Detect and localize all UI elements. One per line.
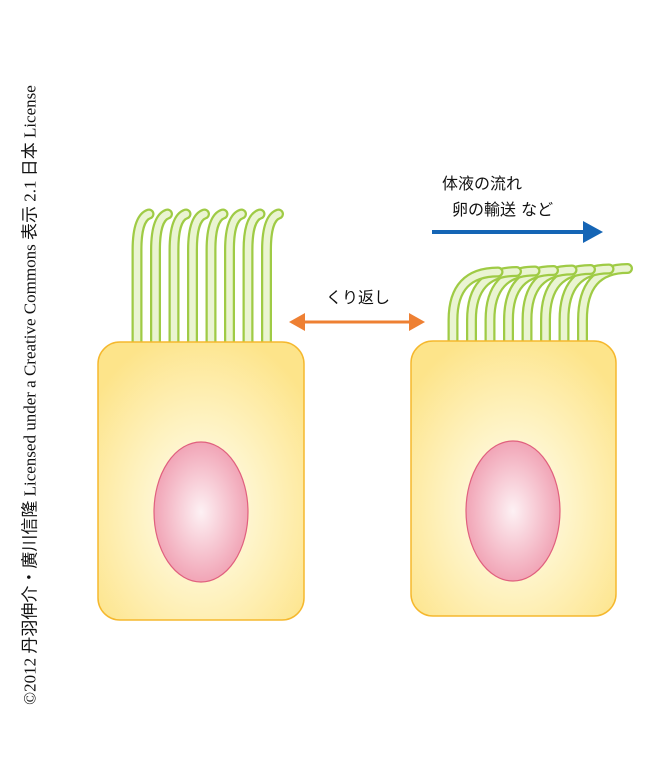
right-cilia-bent bbox=[447, 263, 633, 351]
cilium bbox=[189, 210, 208, 349]
cilium bbox=[226, 210, 245, 349]
repeat-label: くり返し bbox=[326, 288, 391, 307]
cilium bbox=[542, 266, 594, 349]
repeat-double-arrow bbox=[289, 313, 425, 331]
flow-label-line2: 卵の輸送 など bbox=[452, 200, 554, 219]
cilium bbox=[244, 210, 264, 349]
cilium bbox=[523, 266, 576, 349]
cilium bbox=[486, 267, 539, 349]
cilium bbox=[152, 210, 171, 349]
flow-direction-arrow bbox=[432, 221, 603, 243]
flow-label-line1: 体液の流れ bbox=[442, 174, 523, 193]
cilium bbox=[468, 268, 520, 349]
cilium bbox=[449, 268, 502, 349]
cilium bbox=[505, 267, 557, 349]
left-cilia-upright bbox=[131, 208, 284, 351]
cilium bbox=[133, 210, 153, 349]
cilium bbox=[560, 265, 613, 349]
cilium bbox=[579, 265, 631, 349]
cilium bbox=[577, 263, 633, 351]
right-nucleus bbox=[465, 440, 561, 582]
cilium bbox=[207, 210, 227, 349]
license-credit: ©2012 丹羽伸介・廣川信隆 Licensed under a Creativ… bbox=[20, 85, 40, 705]
left-nucleus bbox=[153, 441, 249, 583]
cilium bbox=[170, 210, 190, 349]
cilium bbox=[263, 210, 282, 349]
